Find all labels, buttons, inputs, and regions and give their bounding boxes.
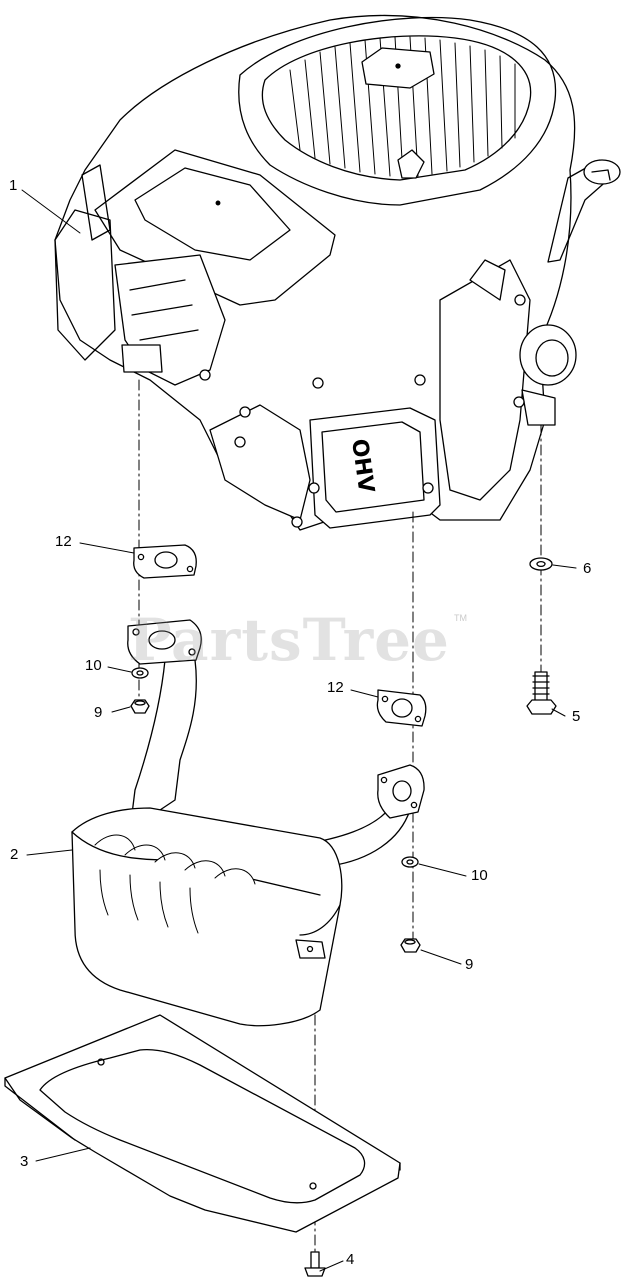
callout-3: 3 bbox=[20, 1153, 29, 1170]
gasket-left bbox=[133, 544, 197, 579]
callout-2: 2 bbox=[10, 846, 19, 863]
washer-6 bbox=[529, 557, 553, 571]
bolt-5 bbox=[526, 671, 557, 715]
nut-right bbox=[400, 938, 421, 953]
callout-5: 5 bbox=[572, 708, 581, 725]
heat-shield bbox=[4, 1014, 401, 1233]
washer-left bbox=[131, 667, 149, 679]
callout-1: 1 bbox=[9, 177, 18, 194]
nut-left bbox=[130, 699, 150, 714]
callout-6: 6 bbox=[583, 560, 592, 577]
bolt-4 bbox=[304, 1251, 326, 1277]
engine-assembly: OHV bbox=[54, 14, 621, 531]
callout-9-left: 9 bbox=[94, 704, 103, 721]
callout-4: 4 bbox=[346, 1251, 355, 1268]
callout-10-left: 10 bbox=[85, 657, 102, 674]
callout-12-right: 12 bbox=[327, 679, 344, 696]
trademark-symbol: TM bbox=[454, 613, 467, 623]
gasket-right bbox=[376, 689, 427, 727]
callout-10-right: 10 bbox=[471, 867, 488, 884]
muffler-assembly bbox=[71, 619, 425, 1027]
callout-12-left: 12 bbox=[55, 533, 72, 550]
callout-9-right: 9 bbox=[465, 956, 474, 973]
partstree-watermark: PartsTree bbox=[128, 606, 450, 674]
leader-lines bbox=[21, 189, 577, 1272]
washer-right bbox=[401, 856, 419, 868]
